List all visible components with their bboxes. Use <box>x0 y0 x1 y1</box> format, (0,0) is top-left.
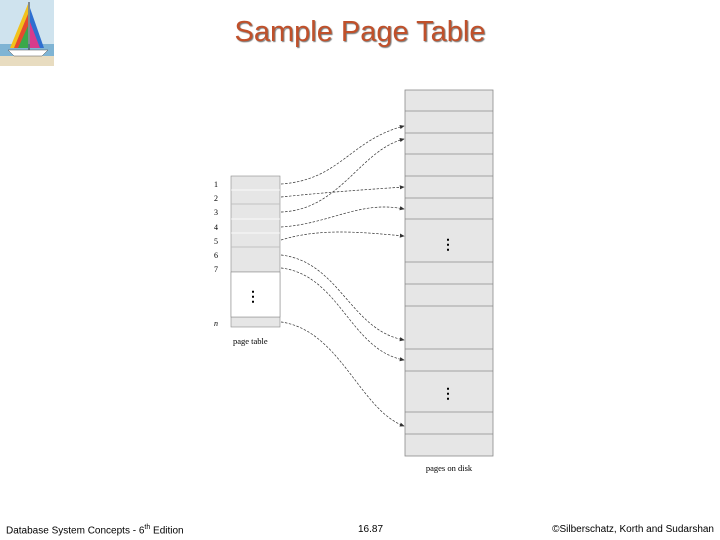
slide-title: Sample Page Table <box>234 16 486 48</box>
row-number: 3 <box>214 208 218 217</box>
row-number: 1 <box>214 180 218 189</box>
row-number-last: n <box>214 319 218 328</box>
footer-book-title: Database System Concepts - 6 <box>6 525 145 537</box>
row-number: 5 <box>214 237 218 246</box>
pointer-arrow <box>280 125 405 185</box>
row-number: 6 <box>214 251 218 260</box>
slide-number: 16.87 <box>358 524 384 535</box>
pointer-arrows <box>280 125 405 427</box>
page-table-ellipsis: ⋮ <box>246 290 260 305</box>
pointer-arrow <box>280 231 405 241</box>
disk-pages: ⋮ ⋮ pages on disk <box>404 89 494 473</box>
footer-superscript: th <box>144 524 151 531</box>
disk-caption: pages on disk <box>426 463 473 473</box>
pointer-arrow <box>280 254 405 342</box>
disk-ellipsis: ⋮ <box>441 238 455 253</box>
page-table: 1 2 3 4 5 6 7 n ⋮ page table <box>214 175 281 346</box>
row-number: 7 <box>214 265 218 274</box>
footer-left: Database System Concepts - 6th Edition <box>6 524 184 536</box>
pointer-arrow <box>280 185 405 198</box>
footer-copyright: ©Silberschatz, Korth and Sudarshan <box>552 524 714 535</box>
footer-edition: Edition <box>150 525 184 537</box>
sailboat-logo-icon <box>0 0 54 66</box>
row-number: 4 <box>214 223 218 232</box>
pointer-arrow <box>280 267 405 362</box>
page-table-caption: page table <box>233 336 268 346</box>
disk-ellipsis: ⋮ <box>441 387 455 402</box>
pointer-arrow <box>280 206 405 228</box>
pointer-arrow <box>280 137 405 213</box>
row-number: 2 <box>214 194 218 203</box>
pointer-arrow <box>280 321 405 427</box>
disk-box <box>404 89 494 457</box>
